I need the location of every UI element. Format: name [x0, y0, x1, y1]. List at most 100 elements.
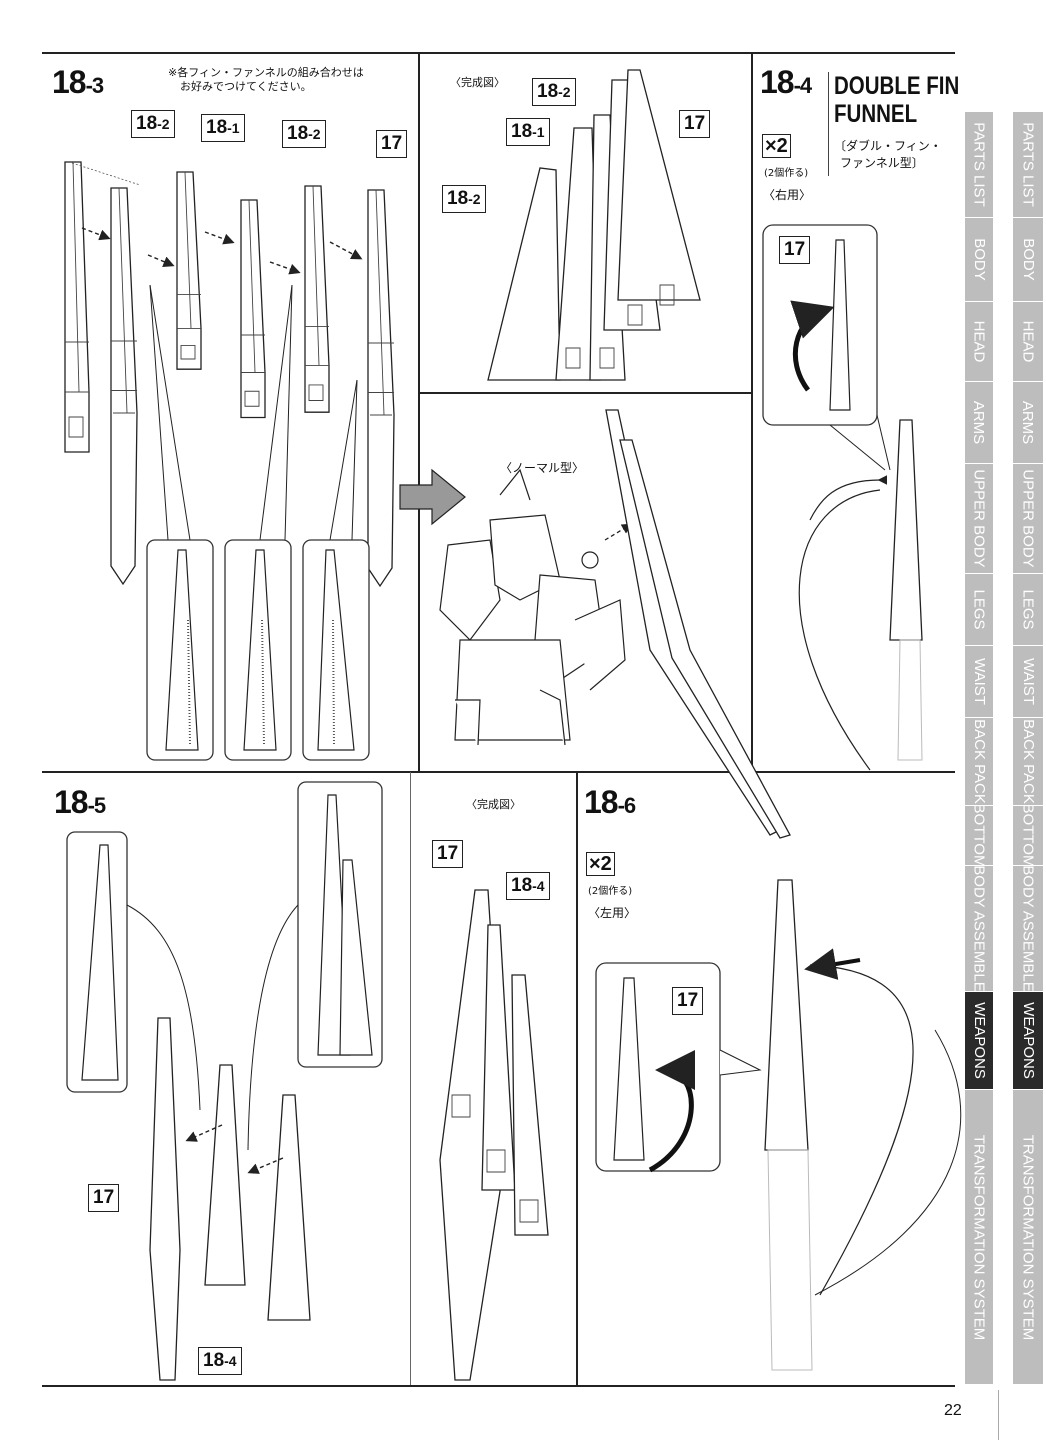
completed-assembly-18-5 — [440, 890, 548, 1380]
tab-head[interactable]: HEAD — [1013, 302, 1043, 382]
part-tag-18-1: 18-1 — [201, 114, 245, 142]
tab-back-pack[interactable]: BACK PACK — [1013, 718, 1043, 806]
tab-upper-body[interactable]: UPPER BODY — [1013, 464, 1043, 574]
part-tag-18-2: 18-2 — [282, 120, 326, 148]
tab-weapons[interactable]: WEAPONS — [1013, 992, 1043, 1090]
tab-label: TRANSFORMATION SYSTEM — [970, 1134, 988, 1340]
tab-bottom[interactable]: BOTTOM — [1013, 806, 1043, 866]
tab-waist[interactable]: WAIST — [1013, 646, 1043, 718]
tab-label: BACK PACK — [1019, 719, 1037, 804]
tab-label: BODY ASSEMBLE — [1019, 866, 1037, 992]
fin-18-1-b — [240, 199, 266, 419]
section-tabs-outer: PARTS LIST BODY HEAD ARMS UPPER BODY LEGS WAIS… — [965, 112, 993, 1385]
completed-view-caption: 〈完成図〉 — [450, 76, 505, 89]
flow-arrow — [400, 470, 465, 524]
divider-18-4-left — [751, 54, 753, 771]
quantity-badge-2: ×2 — [586, 852, 615, 876]
part-tag-17: 17 — [432, 840, 464, 868]
bottom-rule — [42, 1385, 955, 1387]
tab-body-assemble[interactable]: BODY ASSEMBLE — [1013, 866, 1043, 992]
part-tag-18-2: 18-2 — [442, 185, 486, 213]
part-tag-18-4: 18-4 — [198, 1347, 242, 1375]
step-18-4-subtitle: 〔ダブル・フィン・ ファンネル型〕 — [834, 139, 942, 170]
tab-label: UPPER BODY — [1019, 469, 1037, 568]
mid-rule — [42, 771, 955, 773]
tab-label: BODY — [970, 238, 988, 281]
tab-label: PARTS LIST — [970, 122, 988, 207]
tab-parts-list[interactable]: PARTS LIST — [965, 112, 993, 218]
tab-label: BODY ASSEMBLE — [970, 866, 988, 992]
page-edge — [998, 1390, 999, 1440]
fin-18-2-a — [64, 161, 90, 453]
tab-label: WEAPONS — [970, 1002, 988, 1079]
tab-transformation-system[interactable]: TRANSFORMATION SYSTEM — [1013, 1090, 1043, 1385]
tab-label: ARMS — [1019, 400, 1037, 445]
part-tag-17: 17 — [779, 236, 811, 264]
tab-label: LEGS — [1019, 589, 1037, 630]
fin-17-a — [367, 189, 395, 587]
tab-body-assemble[interactable]: BODY ASSEMBLE — [965, 866, 993, 992]
tab-label: WAIST — [970, 658, 988, 705]
tab-label: HEAD — [970, 320, 988, 363]
tab-label: BODY — [1019, 238, 1037, 281]
part-tag-18-2: 18-2 — [131, 110, 175, 138]
tab-upper-body[interactable]: UPPER BODY — [965, 464, 993, 574]
tab-body[interactable]: BODY — [965, 218, 993, 302]
fin-18-1-a — [110, 187, 138, 585]
fin-18-2-c — [304, 185, 330, 413]
part-tag-18-4: 18-4 — [506, 872, 550, 900]
tab-body[interactable]: BODY — [1013, 218, 1043, 302]
tab-label: WEAPONS — [1019, 1002, 1037, 1079]
part-tag-17: 17 — [672, 987, 704, 1015]
step-18-3-note: ※各フィン・ファンネルの組み合わせは お好みでつけてください。 — [168, 66, 364, 93]
step-18-6-number: 18-6 — [584, 784, 636, 820]
double-fin-attached — [606, 410, 790, 838]
side-label-left: 〈左用〉 — [588, 906, 637, 920]
step-18-3-number: 18-3 — [52, 64, 104, 100]
tab-back-pack[interactable]: BACK PACK — [965, 718, 993, 806]
quantity-badge: ×2 — [762, 134, 791, 158]
divider-18-3-right — [418, 54, 420, 771]
tab-label: UPPER BODY — [970, 469, 988, 568]
tab-weapons[interactable]: WEAPONS — [965, 992, 993, 1090]
page-number: 22 — [944, 1402, 962, 1419]
tab-head[interactable]: HEAD — [965, 302, 993, 382]
tab-label: TRANSFORMATION SYSTEM — [1019, 1134, 1037, 1340]
tab-bottom[interactable]: BOTTOM — [965, 806, 993, 866]
part-tag-18-1: 18-1 — [506, 118, 550, 146]
quantity-note: (2個作る) — [764, 168, 809, 179]
tab-label: LEGS — [970, 589, 988, 630]
fin-18-2-b — [176, 171, 202, 370]
normal-type-caption: 〈ノーマル型〉 — [500, 461, 585, 475]
part-tag-17: 17 — [679, 110, 711, 138]
tab-label: ARMS — [970, 400, 988, 445]
tab-legs[interactable]: LEGS — [965, 574, 993, 646]
completed-assembly-18-3 — [488, 70, 700, 380]
tab-label: BOTTOM — [1019, 806, 1037, 866]
part-tag-17: 17 — [88, 1184, 120, 1212]
tab-arms[interactable]: ARMS — [965, 382, 993, 464]
tab-label: PARTS LIST — [1019, 122, 1037, 207]
side-label-right: 〈右用〉 — [763, 188, 812, 202]
tab-label: BACK PACK — [970, 719, 988, 804]
quantity-note-2: (2個作る) — [588, 886, 633, 897]
tab-label: HEAD — [1019, 320, 1037, 363]
tab-parts-list[interactable]: PARTS LIST — [1013, 112, 1043, 218]
divider-done-bottom — [418, 392, 751, 394]
robot-illustration — [440, 470, 625, 745]
top-rule — [42, 52, 955, 54]
title-divider — [828, 72, 829, 176]
completed-view-caption-2: 〈完成図〉 — [466, 798, 521, 811]
divider-18-5-right — [410, 772, 411, 1385]
part-tag-18-2: 18-2 — [532, 78, 576, 106]
divider-18-6-left — [576, 772, 578, 1385]
tab-transformation-system[interactable]: TRANSFORMATION SYSTEM — [965, 1090, 993, 1385]
step-18-5-number: 18-5 — [54, 784, 106, 820]
part-tag-17: 17 — [376, 130, 408, 158]
tab-waist[interactable]: WAIST — [965, 646, 993, 718]
tab-legs[interactable]: LEGS — [1013, 574, 1043, 646]
section-tabs-inner: PARTS LIST BODY HEAD ARMS UPPER BODY LEGS WAIS… — [1013, 112, 1043, 1385]
step-18-4-number: 18-4 — [760, 64, 812, 100]
tab-arms[interactable]: ARMS — [1013, 382, 1043, 464]
